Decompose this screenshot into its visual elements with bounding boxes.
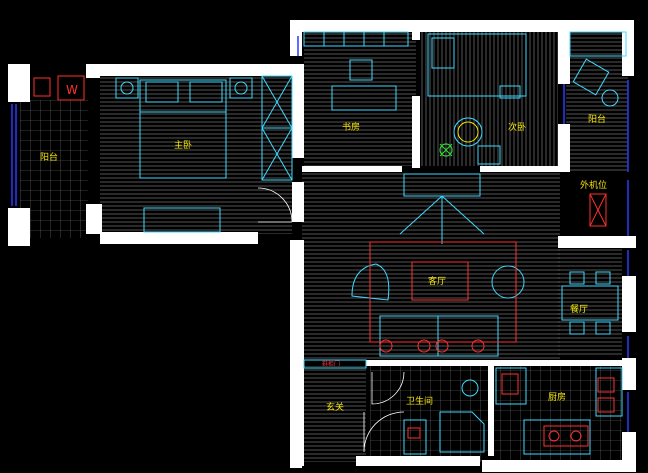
second-bed bbox=[427, 33, 527, 97]
room-label-master-bedroom: 主卧 bbox=[174, 139, 192, 151]
room-label-study: 书房 bbox=[342, 121, 360, 133]
furniture bbox=[115, 31, 627, 455]
dining-table bbox=[561, 285, 619, 321]
floor-hatching bbox=[20, 32, 628, 462]
round-table bbox=[457, 121, 479, 143]
room-label-living-room: 客厅 bbox=[428, 275, 446, 287]
washer-mark: W bbox=[66, 83, 78, 97]
room-label-entrance: 玄关 bbox=[326, 401, 344, 413]
sofa bbox=[379, 315, 499, 357]
room-label-balcony-left: 阳台 bbox=[40, 151, 58, 163]
room-label-dining-room: 餐厅 bbox=[570, 303, 588, 315]
plant-icons bbox=[439, 143, 453, 157]
doors bbox=[257, 187, 405, 453]
walls bbox=[8, 20, 636, 472]
room-label-second-bedroom: 次卧 bbox=[508, 121, 526, 133]
master-bed bbox=[139, 79, 227, 179]
accent-elements bbox=[33, 75, 615, 447]
washer bbox=[57, 75, 85, 101]
room-label-bathroom: 卫生间 bbox=[406, 395, 433, 407]
label-shoe-cabinet: 鞋柜门 bbox=[322, 360, 340, 368]
room-label-kitchen: 厨房 bbox=[548, 391, 566, 403]
room-label-ac-unit: 外机位 bbox=[580, 179, 607, 191]
windows bbox=[11, 36, 629, 432]
room-label-balcony-right: 阳台 bbox=[588, 113, 606, 125]
